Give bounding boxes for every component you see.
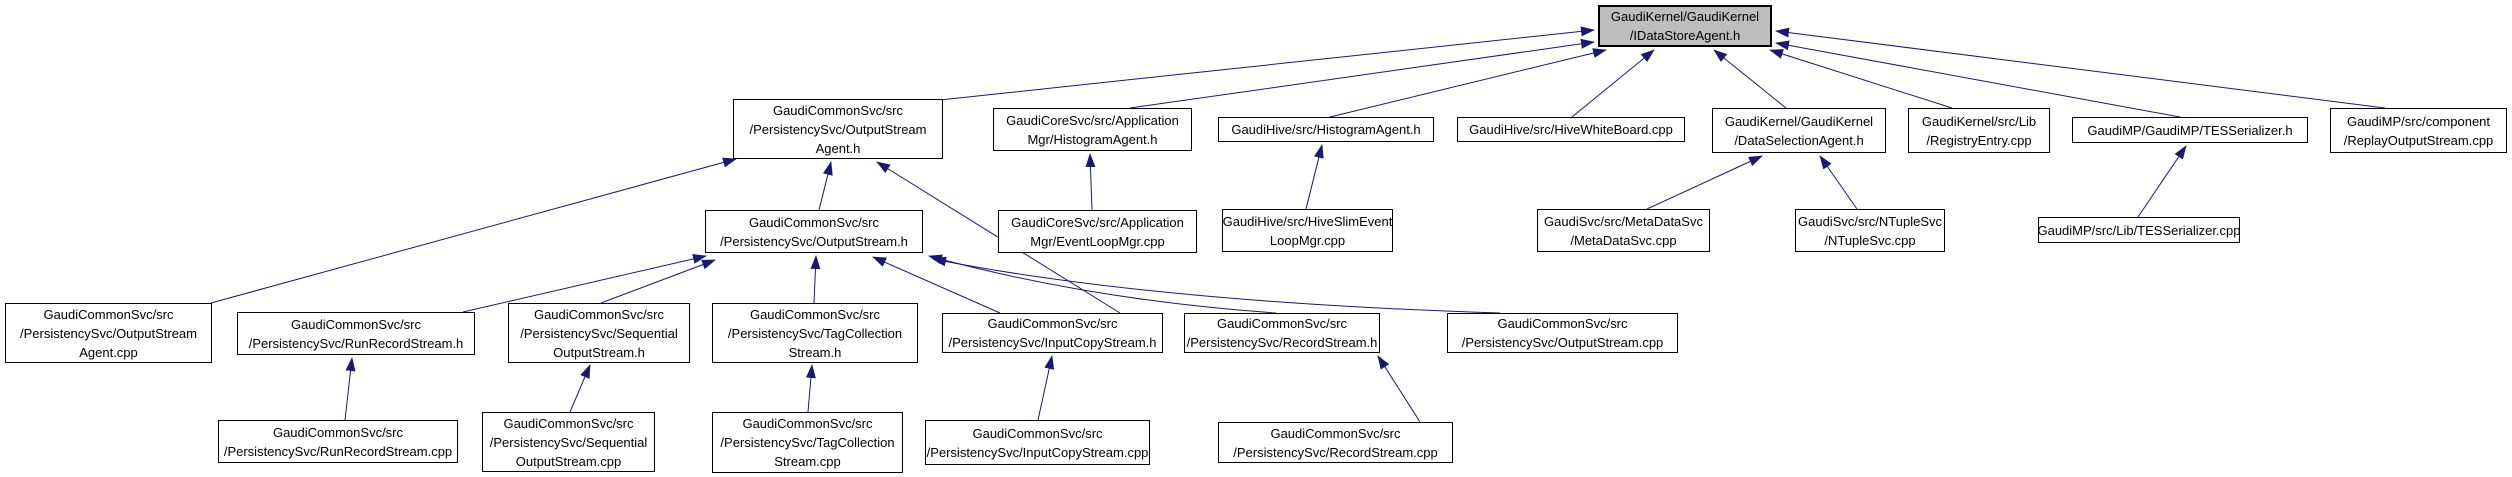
node-hivewhiteboard-cpp[interactable]: GaudiHive/src/HiveWhiteBoard.cpp [1457,117,1685,142]
node-tesserializer-h[interactable]: GaudiMP/GaudiMP/TESSerializer.h [2072,117,2308,143]
node-outputstreamagent-cpp[interactable]: GaudiCommonSvc/src /PersistencySvc/Outpu… [5,303,212,363]
node-outputstream-h[interactable]: GaudiCommonSvc/src /PersistencySvc/Outpu… [705,210,923,253]
node-metadatasvc-cpp[interactable]: GaudiSvc/src/MetaDataSvc /MetaDataSvc.cp… [1537,209,1710,252]
edge-inputcopystream_h-to-outputstream_h [872,256,1001,314]
edge-eventloopmgr_cpp-to-coresvc_histogramagent_h [1085,153,1096,211]
edge-tagcollectionstream_cpp-to-tagcollectionstream_h [805,364,816,413]
node-inputcopystream-h[interactable]: GaudiCommonSvc/src /PersistencySvc/Input… [942,313,1163,353]
edge-outputstreamagent_h-to-idatastoreagent_h [939,26,1595,101]
edge-dataselectionagent_h-to-idatastoreagent_h [1713,49,1787,109]
node-hive-histogramagent-h[interactable]: GaudiHive/src/HistogramAgent.h [1218,117,1434,142]
edge-outputstream_h-to-outputstreamagent_h [818,161,833,211]
node-dataselectionagent-h[interactable]: GaudiKernel/GaudiKernel /DataSelectionAg… [1712,108,1886,153]
node-sequentialoutputstream-cpp[interactable]: GaudiCommonSvc/src /PersistencySvc/Seque… [482,412,655,472]
node-ntuplesvc-cpp[interactable]: GaudiSvc/src/NTupleSvc /NTupleSvc.cpp [1795,209,1945,252]
node-outputstream-cpp[interactable]: GaudiCommonSvc/src /PersistencySvc/Outpu… [1447,313,1678,353]
edge-runrecordstream_cpp-to-runrecordstream_h [344,357,356,421]
edge-ntuplesvc_cpp-to-dataselectionagent_h [1819,155,1858,210]
node-tagcollectionstream-h[interactable]: GaudiCommonSvc/src /PersistencySvc/TagCo… [712,303,918,363]
edge-hiveslimeventloopmgr_cpp-to-hive_histogramagent_h [1305,144,1324,210]
edge-inputcopystream_cpp-to-inputcopystream_h [1037,355,1055,421]
node-tagcollectionstream-cpp[interactable]: GaudiCommonSvc/src /PersistencySvc/TagCo… [712,412,903,473]
edge-recordstream_h-to-outputstream_h [928,254,1277,314]
node-registryentry-cpp[interactable]: GaudiKernel/src/Lib /RegistryEntry.cpp [1908,108,2050,153]
edge-hive_histogramagent_h-to-idatastoreagent_h [1329,48,1607,118]
node-eventloopmgr-cpp[interactable]: GaudiCoreSvc/src/Application Mgr/EventLo… [998,210,1197,253]
edge-sequentialoutputstream_h-to-outputstream_h [600,259,716,304]
edge-tesserializer_cpp-to-tesserializer_h [2137,145,2187,218]
edge-hivewhiteboard_cpp-to-idatastoreagent_h [1571,49,1655,118]
edge-outputstreamagent_cpp-to-outputstreamagent_h [210,157,737,304]
node-tesserializer-cpp[interactable]: GaudiMP/src/Lib/TESSerializer.cpp [2037,217,2241,243]
edge-runrecordstream_h-to-outputstream_h [462,254,707,313]
edge-metadatasvc_cpp-to-dataselectionagent_h [1646,155,1763,210]
node-inputcopystream-cpp[interactable]: GaudiCommonSvc/src /PersistencySvc/Input… [925,420,1150,465]
edge-sequentialoutputstream_cpp-to-sequentialoutputstream_h [569,364,591,413]
edge-tagcollectionstream_h-to-outputstream_h [810,255,821,304]
node-recordstream-cpp[interactable]: GaudiCommonSvc/src /PersistencySvc/Recor… [1218,422,1453,463]
node-sequentialoutputstream-h[interactable]: GaudiCommonSvc/src /PersistencySvc/Seque… [508,303,690,363]
edge-replayoutputstream_cpp-to-idatastoreagent_h [1775,27,2386,109]
edge-registryentry_cpp-to-idatastoreagent_h [1769,49,1953,109]
node-hiveslimeventloopmgr-cpp[interactable]: GaudiHive/src/HiveSlimEvent LoopMgr.cpp [1222,209,1393,252]
node-idatastoreagent-h: GaudiKernel/GaudiKernel /IDataStoreAgent… [1598,5,1772,47]
node-runrecordstream-cpp[interactable]: GaudiCommonSvc/src /PersistencySvc/RunRe… [218,420,458,463]
node-recordstream-h[interactable]: GaudiCommonSvc/src /PersistencySvc/Recor… [1184,313,1380,353]
node-coresvc-histogramagent-h[interactable]: GaudiCoreSvc/src/Application Mgr/Histogr… [993,108,1192,151]
edge-coresvc_histogramagent_h-to-idatastoreagent_h [1129,38,1595,109]
edge-outputstream_cpp-to-outputstream_h [932,256,1501,314]
node-replayoutputstream-cpp[interactable]: GaudiMP/src/component /ReplayOutputStrea… [2330,108,2507,153]
node-outputstreamagent-h[interactable]: GaudiCommonSvc/src /PersistencySvc/Outpu… [733,99,943,159]
edge-recordstream_cpp-to-recordstream_h [1377,355,1421,423]
edge-tesserializer_h-to-idatastoreagent_h [1775,40,2181,118]
node-runrecordstream-h[interactable]: GaudiCommonSvc/src /PersistencySvc/RunRe… [237,312,475,355]
